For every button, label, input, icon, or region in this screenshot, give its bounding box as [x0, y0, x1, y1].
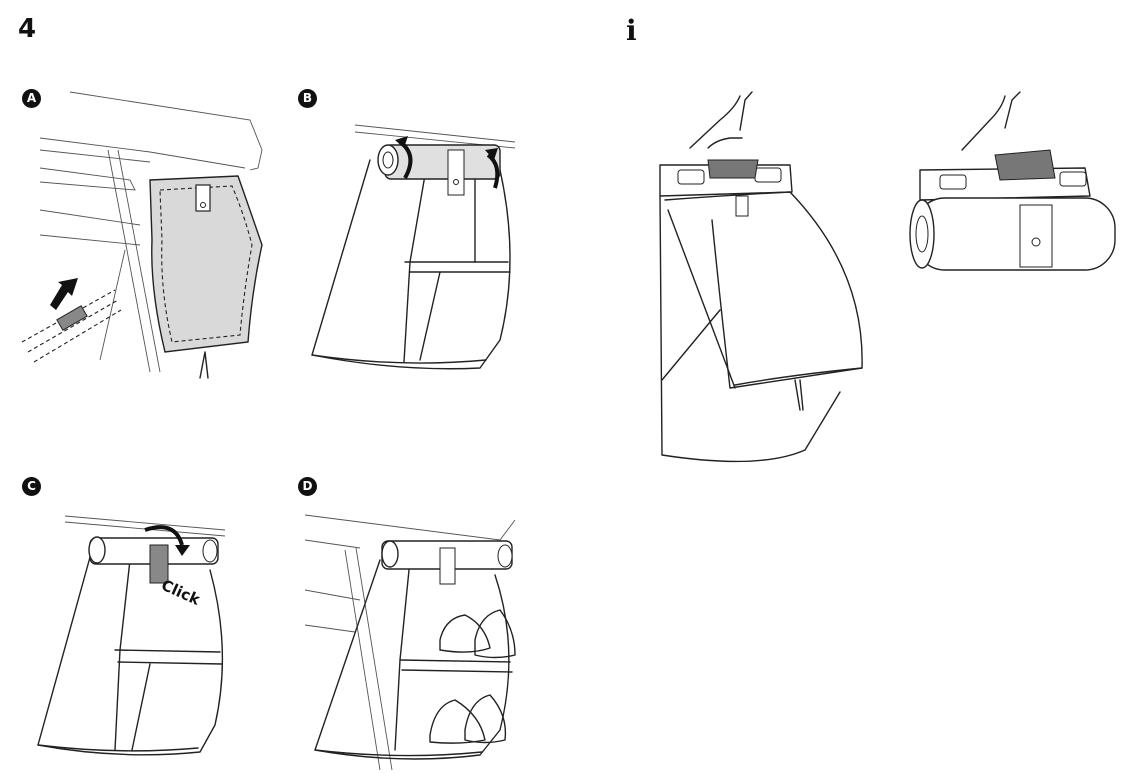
push-arrow-icon [50, 278, 78, 310]
fabric-panel [149, 175, 263, 353]
shoe-icon [439, 614, 491, 653]
panel-b-badge: B [298, 89, 317, 108]
panel-c-badge: C [22, 477, 41, 496]
step-number: 4 [18, 14, 37, 44]
panel-a-badge: A [22, 89, 41, 108]
info-icon: i [626, 14, 637, 47]
panel-d-badge: D [298, 477, 317, 496]
